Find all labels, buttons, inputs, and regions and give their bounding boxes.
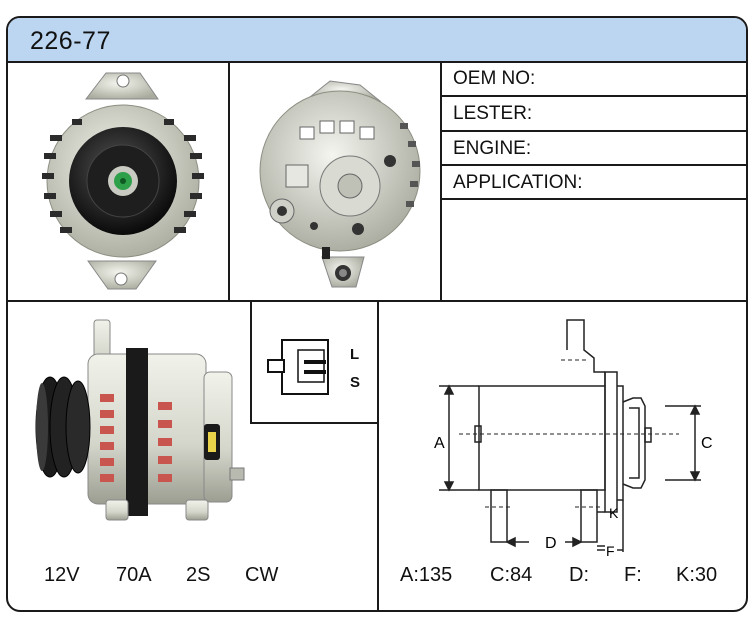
divider-connector-left: [250, 302, 252, 424]
dimension-c-value: C:84: [490, 564, 533, 586]
plug-value: 2S: [186, 564, 211, 586]
divider-photo-1: [228, 61, 230, 300]
divider-row-1: [440, 95, 746, 97]
divider-row-3: [440, 164, 746, 166]
divider-bottom-main: [377, 302, 379, 610]
oem-no-label: OEM NO:: [453, 68, 536, 89]
lester-label: LESTER:: [453, 103, 533, 124]
divider-row-4: [440, 198, 746, 200]
model-number: 226-77: [30, 27, 111, 55]
dim-f-label: F: [606, 543, 615, 559]
alternator-front-photo: [42, 72, 204, 290]
spec-sheet: 226-77 OEM NO: LESTER: ENGINE: APPLICATI…: [6, 16, 748, 612]
dimension-drawing: A C D K F: [434, 319, 713, 559]
divider-connector-bottom: [250, 422, 379, 424]
connector-diagram: [267, 339, 329, 395]
divider-middle: [8, 300, 746, 302]
terminal-l-label: L: [350, 346, 360, 363]
dim-k-label: K: [609, 505, 619, 521]
alternator-rear-photo: [259, 80, 421, 288]
amperage-value: 70A: [116, 564, 152, 586]
application-label: APPLICATION:: [453, 172, 583, 193]
terminal-s-label: S: [350, 374, 361, 391]
dimension-d-value: D:: [569, 564, 589, 586]
dim-d-label: D: [545, 535, 557, 552]
alternator-side-photo: [35, 319, 245, 521]
engine-label: ENGINE:: [453, 138, 532, 159]
dim-a-label: A: [434, 435, 445, 452]
dimension-k-value: K:30: [676, 564, 718, 586]
divider-photo-2: [440, 61, 442, 300]
dimension-a-value: A:135: [400, 564, 453, 586]
voltage-value: 12V: [44, 564, 80, 586]
header-bar: 226-77: [8, 18, 746, 63]
rotation-value: CW: [245, 564, 279, 586]
dim-c-label: C: [701, 435, 713, 452]
dimension-f-value: F:: [624, 564, 642, 586]
divider-row-2: [440, 130, 746, 132]
